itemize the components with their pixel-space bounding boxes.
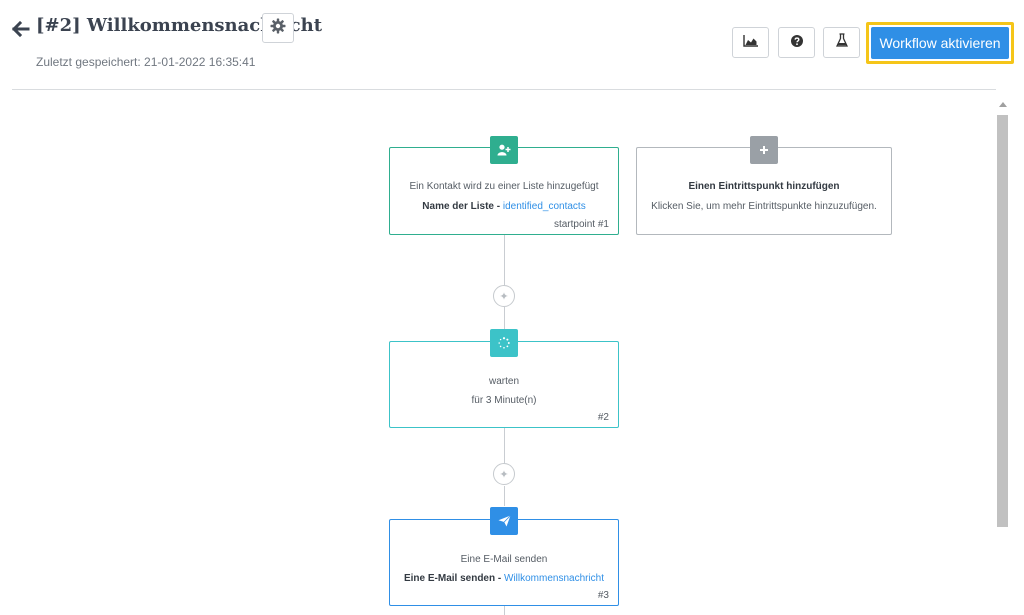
add-entrypoint-subtitle: Klicken Sie, um mehr Eintrittspunkte hin… xyxy=(651,201,877,212)
plus-icon: ✦ xyxy=(499,468,509,481)
startpoint-text: Ein Kontakt wird zu einer Liste hinzugef… xyxy=(409,181,599,192)
add-entrypoint-title: Einen Eintrittspunkt hinzufügen xyxy=(688,181,840,192)
connector-line xyxy=(504,606,505,615)
connector-line xyxy=(504,428,505,464)
test-button[interactable] xyxy=(823,27,860,58)
wait-node[interactable]: warten für 3 Minute(n) #2 xyxy=(389,329,619,428)
activate-workflow-button[interactable]: Workflow aktivieren xyxy=(871,27,1009,59)
flask-icon xyxy=(835,33,848,52)
email-node[interactable]: Eine E-Mail senden Eine E-Mail senden - … xyxy=(389,507,619,606)
page-title: [#2] Willkommensnachricht xyxy=(36,15,323,36)
startpoint-node[interactable]: Ein Kontakt wird zu einer Liste hinzugef… xyxy=(389,136,619,235)
activate-highlight: Workflow aktivieren xyxy=(866,22,1014,64)
last-saved-text: Zuletzt gespeichert: 21-01-2022 16:35:41 xyxy=(36,55,256,69)
email-title: Eine E-Mail senden xyxy=(460,554,548,565)
spinner-icon xyxy=(490,329,518,357)
paper-plane-icon xyxy=(490,507,518,535)
question-circle-icon xyxy=(790,34,803,52)
email-template-link[interactable]: Willkommensnachricht xyxy=(504,573,605,584)
connector-line xyxy=(504,486,505,506)
wait-detail: für 3 Minute(n) xyxy=(471,395,537,406)
gear-icon xyxy=(270,18,286,39)
vertical-scrollbar[interactable] xyxy=(996,95,1010,615)
connector-line xyxy=(504,307,505,343)
add-step-button[interactable]: ✦ xyxy=(493,463,515,485)
help-button[interactable] xyxy=(778,27,815,58)
settings-button[interactable] xyxy=(262,13,294,43)
header-divider xyxy=(12,89,996,90)
workflow-header: [#2] Willkommensnachricht Zuletzt gespei… xyxy=(0,0,1024,90)
email-detail: Eine E-Mail senden - Willkommensnachrich… xyxy=(390,573,618,584)
add-entrypoint-node[interactable]: Einen Eintrittspunkt hinzufügen Klicken … xyxy=(636,136,892,235)
user-plus-icon xyxy=(490,136,518,164)
plus-icon xyxy=(750,136,778,164)
plus-icon: ✦ xyxy=(499,290,509,303)
scrollbar-thumb[interactable] xyxy=(997,115,1008,527)
scroll-up-arrow-icon[interactable] xyxy=(996,101,1010,111)
area-chart-icon xyxy=(742,34,759,52)
connector-line xyxy=(504,235,505,295)
node-id: #2 xyxy=(597,412,609,423)
wait-title: warten xyxy=(488,376,519,387)
list-label: Name der Liste - xyxy=(422,201,503,212)
list-link[interactable]: identified_contacts xyxy=(502,201,586,212)
statistics-button[interactable] xyxy=(732,27,769,58)
startpoint-list: Name der Liste - identified_contacts xyxy=(390,201,618,212)
workflow-canvas: ✦ ✦ Ein Kontakt wird zu einer Liste hinz… xyxy=(0,90,996,615)
node-id: startpoint #1 xyxy=(553,219,609,230)
node-id: #3 xyxy=(597,590,609,601)
email-detail-label: Eine E-Mail senden - xyxy=(403,573,504,584)
add-step-button[interactable]: ✦ xyxy=(493,285,515,307)
back-arrow-icon[interactable] xyxy=(11,19,31,39)
